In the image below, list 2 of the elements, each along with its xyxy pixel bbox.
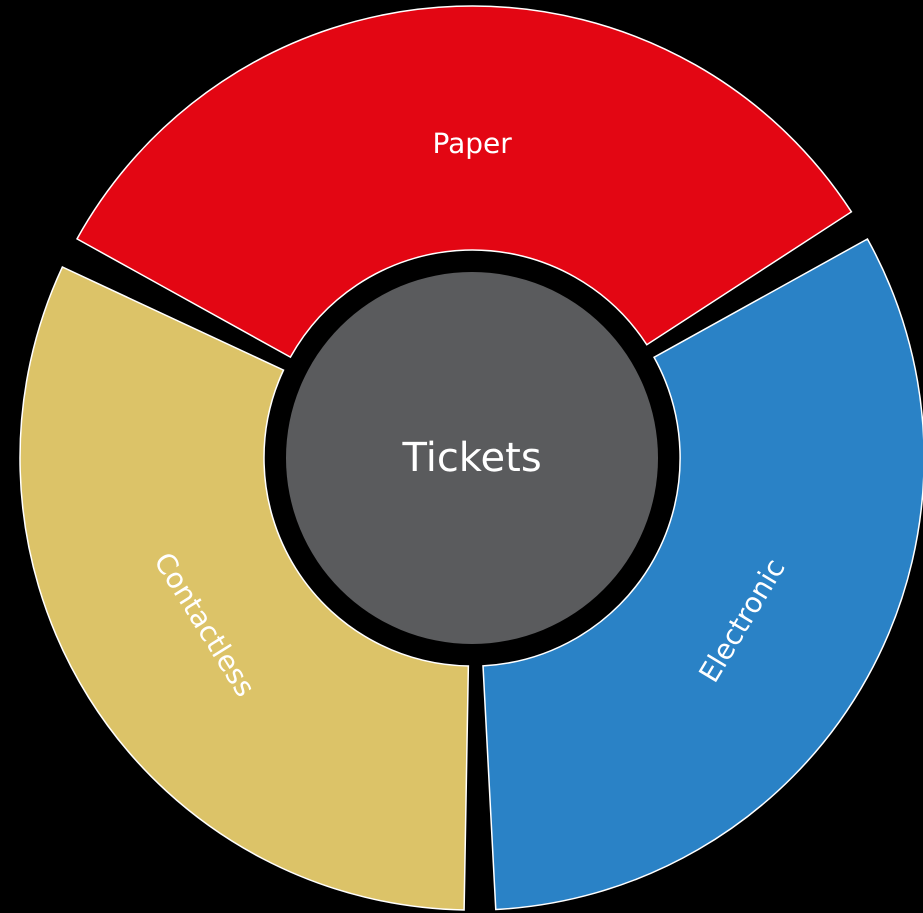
center-label: Tickets — [402, 435, 542, 481]
segment-label: Paper — [432, 126, 512, 160]
